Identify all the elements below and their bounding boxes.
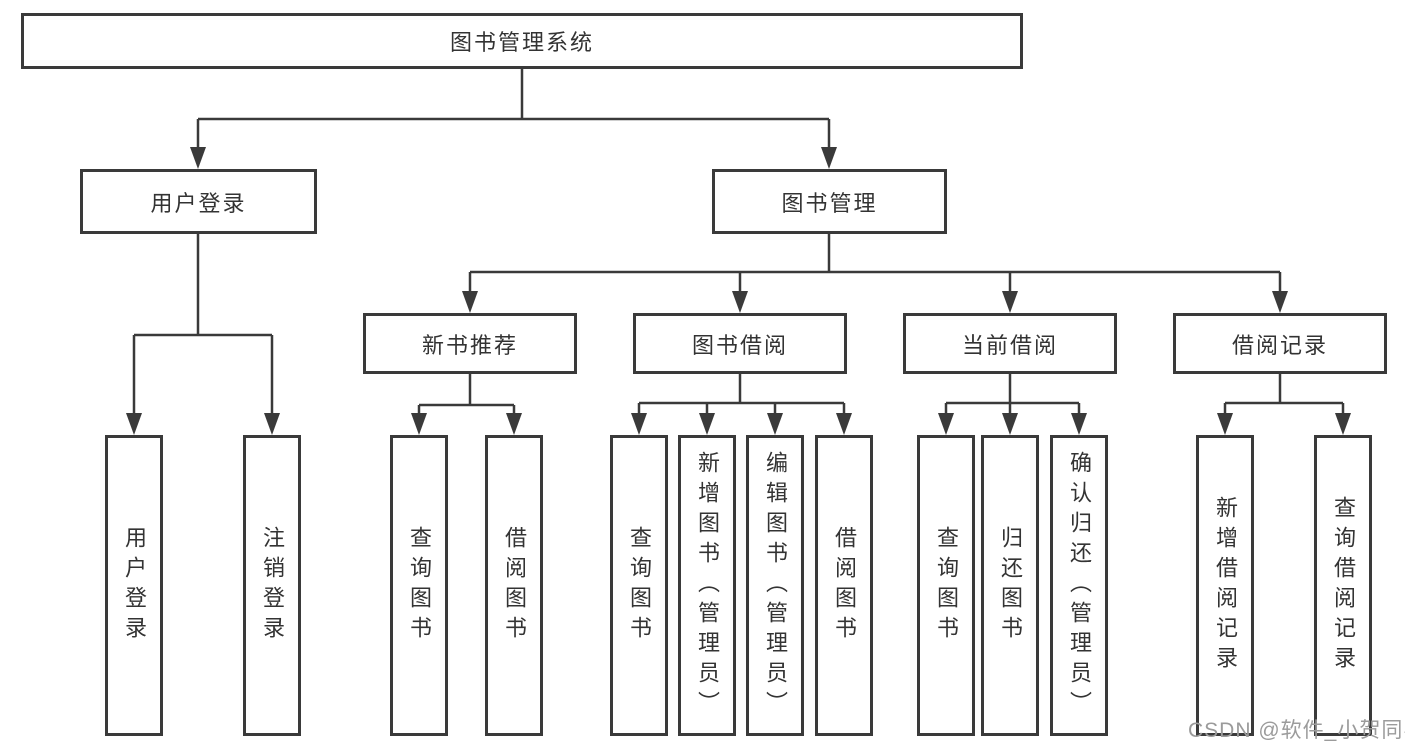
leaf-query-borrow-record: 查询借阅记录 [1314,435,1372,736]
leaf-add-books-admin: 新增图书（管理员） [678,435,736,736]
node-label: 注销登录 [260,525,285,646]
leaf-return-books: 归还图书 [981,435,1039,736]
csdn-watermark: CSDN @软件_小贺同学 [1188,719,1405,742]
node-label: 图书借阅 [691,332,788,358]
node-label: 图书管理系统 [449,30,594,55]
node-label: 查询图书 [627,525,652,646]
node-label: 借阅记录 [1231,332,1328,358]
node-borrow-records: 借阅记录 [1173,313,1387,374]
node-label: 借阅图书 [832,525,857,646]
node-label: 查询图书 [407,525,432,646]
node-book-borrow: 图书借阅 [633,313,847,374]
node-label: 新增图书（管理员） [695,450,720,721]
node-label: 归还图书 [998,525,1023,646]
leaf-borrow-books-2: 借阅图书 [815,435,873,736]
node-label: 新增借阅记录 [1213,495,1238,676]
node-label: 确认归还（管理员） [1067,450,1092,721]
node-label: 用户登录 [150,190,247,216]
leaf-query-books-3: 查询图书 [917,435,975,736]
node-label: 当前借阅 [961,332,1058,358]
leaf-edit-books-admin: 编辑图书（管理员） [746,435,804,736]
node-system-root: 图书管理系统 [21,13,1023,69]
node-label: 编辑图书（管理员） [763,450,788,721]
leaf-query-books-1: 查询图书 [390,435,448,736]
node-label: 用户登录 [122,525,147,646]
leaf-confirm-return-admin: 确认归还（管理员） [1050,435,1108,736]
node-book-management: 图书管理 [712,169,947,234]
node-current-borrow: 当前借阅 [903,313,1117,374]
node-label: 查询图书 [934,525,959,646]
node-label: 图书管理 [781,190,878,216]
node-user-login-group: 用户登录 [80,169,317,234]
leaf-user-login: 用户登录 [105,435,163,736]
leaf-borrow-books-1: 借阅图书 [485,435,543,736]
node-new-book-recommend: 新书推荐 [363,313,577,374]
leaf-logout: 注销登录 [243,435,301,736]
node-label: 查询借阅记录 [1331,495,1356,676]
leaf-add-borrow-record: 新增借阅记录 [1196,435,1254,736]
leaf-query-books-2: 查询图书 [610,435,668,736]
node-label: 新书推荐 [421,332,518,358]
node-label: 借阅图书 [502,525,527,646]
